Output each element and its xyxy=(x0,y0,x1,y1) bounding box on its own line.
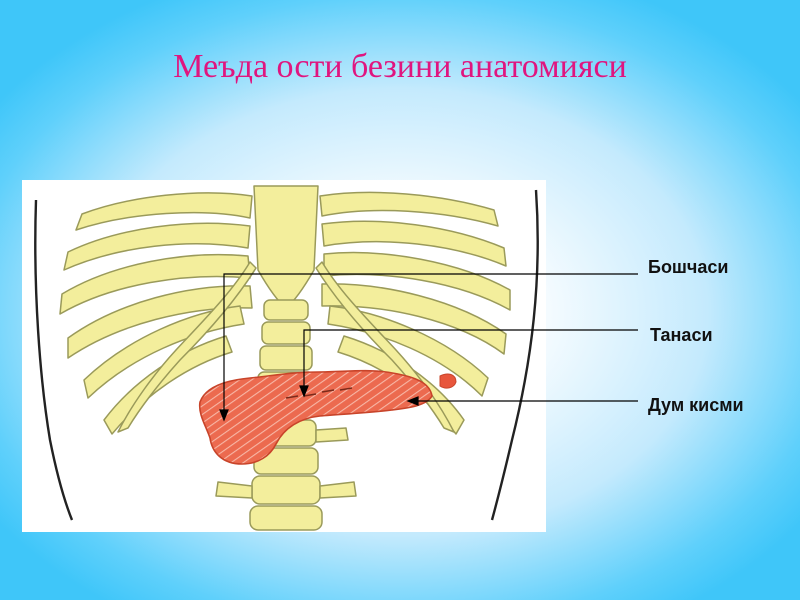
tail-pointer-arrow xyxy=(406,396,419,406)
vertebra xyxy=(261,321,311,345)
left-rib xyxy=(59,253,251,315)
torso-left-outline xyxy=(34,199,74,521)
pancreas xyxy=(198,369,433,465)
vertebra xyxy=(263,299,309,321)
body-pointer-arrow xyxy=(299,385,309,398)
head-pointer-arrow xyxy=(219,409,229,422)
rib-cage xyxy=(59,185,511,531)
vertebra xyxy=(259,345,313,371)
left-rib xyxy=(75,192,253,231)
left-costal-margin xyxy=(117,261,257,433)
vertebra-process xyxy=(315,427,349,443)
right-rib xyxy=(321,283,507,355)
vertebra-process xyxy=(215,481,253,499)
label-pointers xyxy=(219,273,638,422)
right-rib xyxy=(323,251,511,311)
pancreas-tail-tip xyxy=(439,373,457,389)
label-tail: Дум кисми xyxy=(648,395,744,415)
pancreatic-duct xyxy=(285,387,353,399)
vertebra xyxy=(251,475,321,505)
left-rib xyxy=(63,222,251,271)
label-head: Бошчаси xyxy=(648,257,728,277)
body-pointer-line xyxy=(303,329,638,388)
vertebra-process xyxy=(319,481,357,499)
head-pointer-line xyxy=(223,273,638,412)
label-body: Танаси xyxy=(650,325,713,345)
right-rib xyxy=(321,220,507,267)
vertebra xyxy=(249,505,323,531)
slide-title: Меъда ости безини анатомияси xyxy=(173,48,627,85)
right-rib xyxy=(319,191,499,227)
left-rib xyxy=(67,285,253,359)
torso-right-outline xyxy=(490,189,539,521)
